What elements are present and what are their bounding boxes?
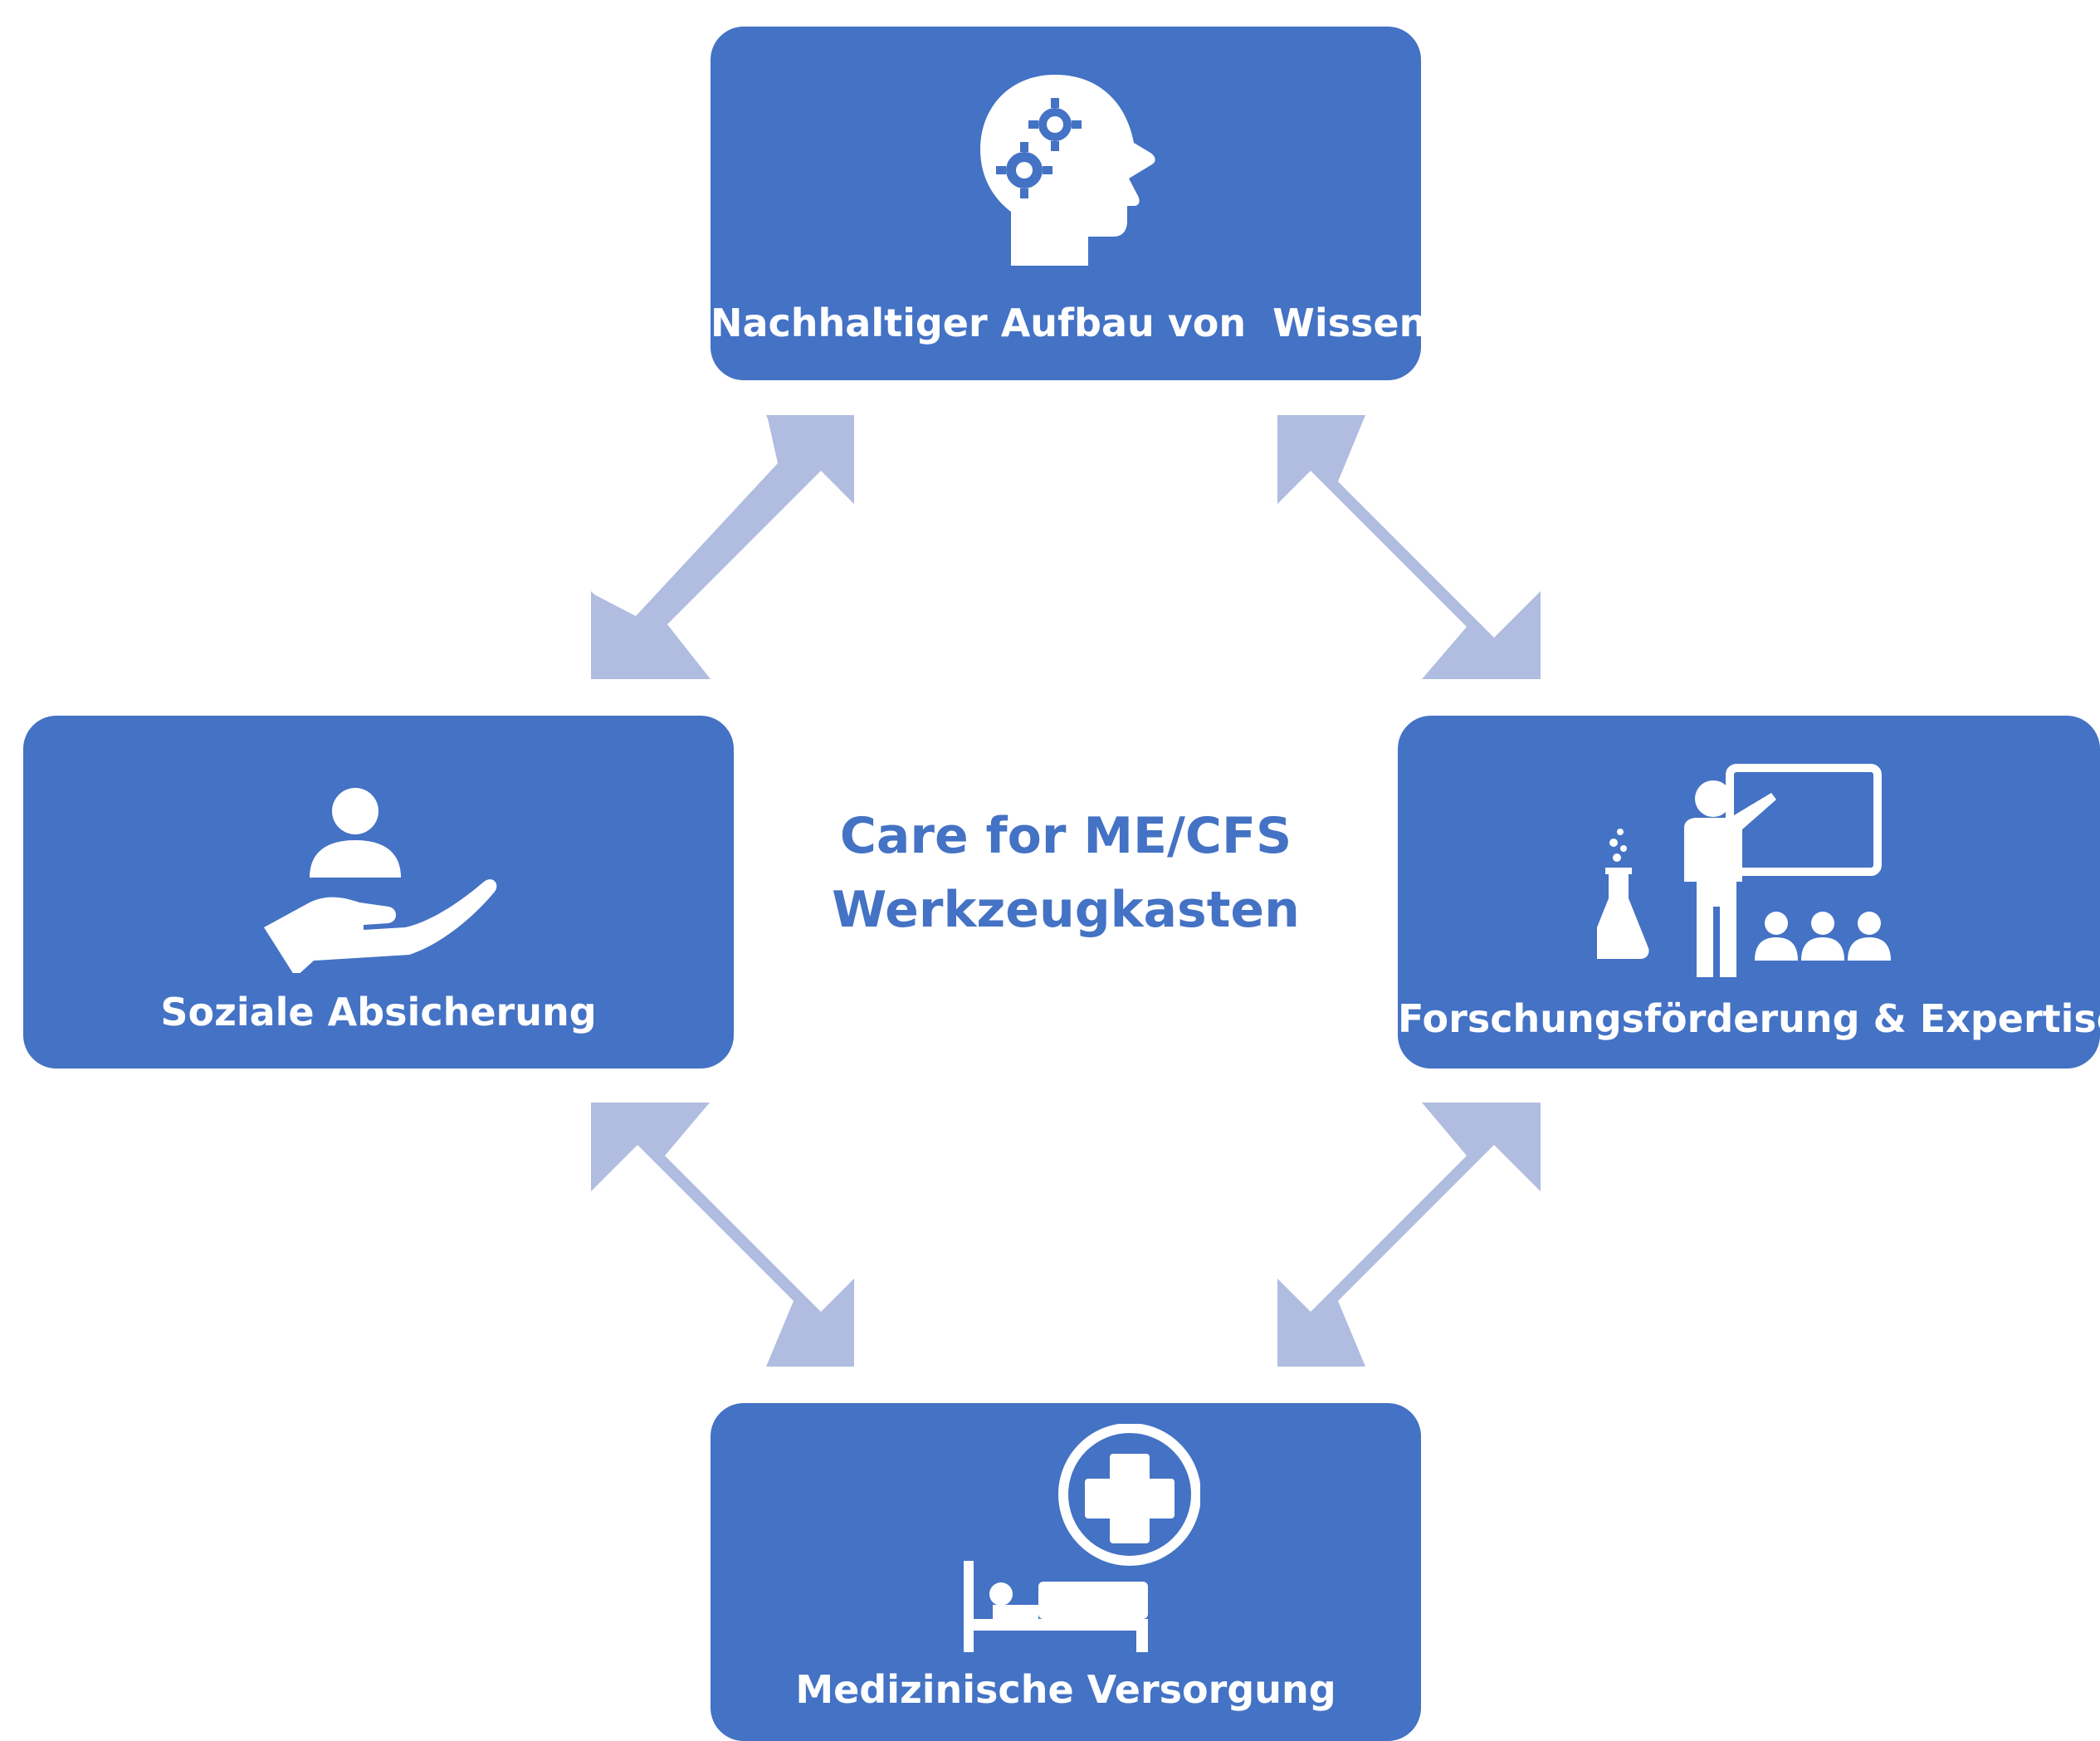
node-social-security: Soziale Absicherung — [23, 716, 734, 1069]
arrow-top-left — [591, 415, 854, 679]
arrow-top-left — [591, 415, 854, 679]
node-knowledge: Nachhaltiger Aufbau von Wissen — [711, 27, 1427, 380]
arrow-bottom-right — [1277, 1103, 1541, 1367]
arrow-bottom-left — [591, 1103, 854, 1367]
node-label: Nachhaltiger Aufbau von Wissen — [711, 301, 1427, 345]
center-title-line-2: Werkzeugkasten — [832, 881, 1300, 939]
hospital-bed-cross-icon — [964, 1424, 1200, 1652]
center-title-line-1: Care for ME/CFS — [839, 807, 1292, 865]
node-research: Forschungsförderung & Expertise — [1398, 716, 2100, 1069]
teacher-lab-icon — [1597, 764, 1891, 977]
node-medical-care: Medizinische Versorgung — [711, 1403, 1421, 1741]
head-gears-icon — [980, 75, 1155, 266]
hand-person-icon — [264, 788, 497, 973]
arrow-top-right — [1277, 415, 1541, 679]
node-label: Medizinische Versorgung — [795, 1667, 1336, 1712]
node-label: Soziale Absicherung — [160, 990, 597, 1034]
node-label: Forschungsförderung & Expertise — [1398, 996, 2100, 1041]
